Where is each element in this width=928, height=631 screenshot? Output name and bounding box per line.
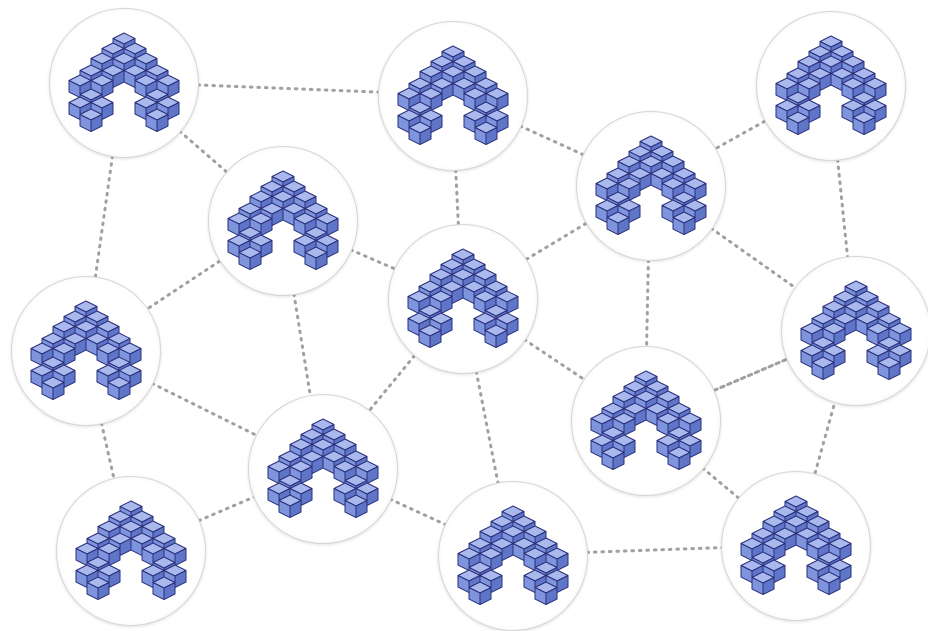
stacked-cubes-icon — [740, 495, 852, 596]
stacked-cubes-icon — [595, 135, 707, 236]
stacked-cubes-icon — [267, 418, 379, 519]
network-node-n7 — [11, 276, 161, 426]
network-node-n12 — [438, 481, 588, 631]
stacked-cubes-icon — [407, 248, 519, 349]
stacked-cubes-icon — [397, 45, 509, 146]
stacked-cubes-icon — [590, 370, 702, 471]
network-node-n5 — [208, 146, 358, 296]
stacked-cubes-icon — [227, 170, 339, 271]
stacked-cubes-icon — [75, 500, 187, 601]
stacked-cubes-icon — [68, 32, 180, 133]
network-node-n9 — [56, 476, 206, 626]
network-node-n13 — [721, 471, 871, 621]
network-node-n6 — [388, 224, 538, 374]
network-node-n1 — [49, 8, 199, 158]
network-node-n2 — [378, 21, 528, 171]
stacked-cubes-icon — [800, 280, 912, 381]
network-node-n3 — [756, 11, 906, 161]
stacked-cubes-icon — [775, 35, 887, 136]
network-node-n10 — [571, 346, 721, 496]
network-node-n8 — [781, 256, 928, 406]
stacked-cubes-icon — [30, 300, 142, 401]
network-node-n11 — [248, 394, 398, 544]
stacked-cubes-icon — [457, 505, 569, 606]
network-node-n4 — [576, 111, 726, 261]
